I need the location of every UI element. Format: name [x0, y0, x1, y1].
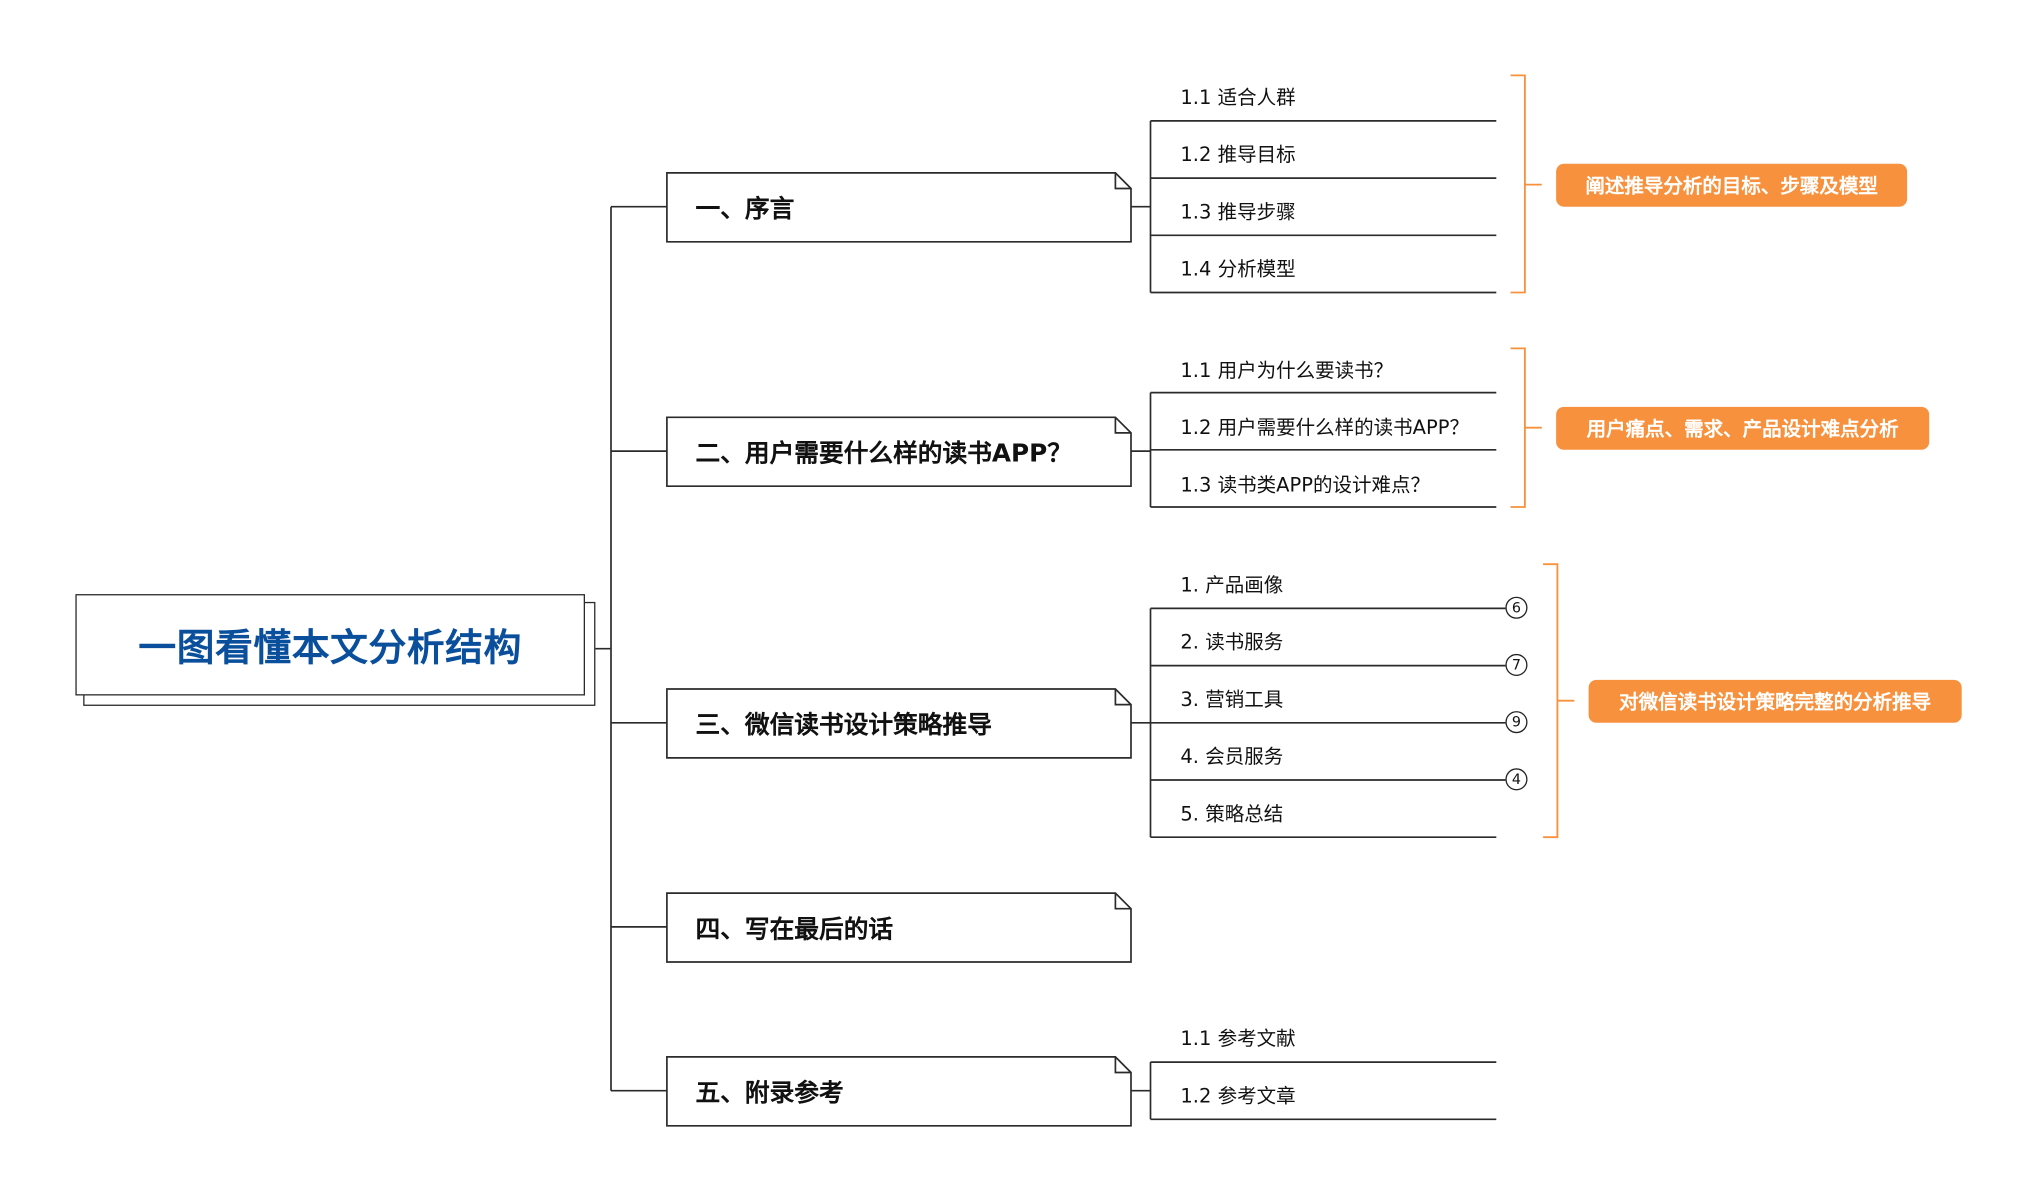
child-count-badge[interactable]: 9 — [1505, 711, 1528, 734]
sub-item[interactable]: 1.3 读书类APP的设计难点？ — [1180, 473, 1430, 497]
sub-item[interactable]: 1.1 适合人群 — [1180, 85, 1296, 110]
bracket-3 — [1543, 563, 1575, 839]
child-count-badge[interactable]: 4 — [1505, 768, 1528, 791]
sub-item[interactable]: 1.1 用户为什么要读书？ — [1180, 358, 1394, 383]
sub-item[interactable]: 1.4 分析模型 — [1180, 257, 1296, 281]
sub-item[interactable]: 1.2 参考文章 — [1180, 1084, 1296, 1108]
summary-note: 对微信读书设计策略完整的分析推导 — [1588, 679, 1962, 723]
section-strategy[interactable]: 三、微信读书设计策略推导 — [667, 689, 1131, 758]
sub-item[interactable]: 1.1 参考文献 — [1180, 1027, 1296, 1051]
child-count-badge[interactable]: 7 — [1505, 653, 1528, 676]
bracket-2 — [1510, 347, 1542, 508]
bracket-1 — [1510, 74, 1542, 294]
root-title: 一图看懂本文分析结构 — [138, 625, 522, 670]
child-count-badge[interactable]: 6 — [1505, 596, 1528, 619]
section-label: 三、微信读书设计策略推导 — [695, 711, 992, 740]
sub-item[interactable]: 5. 策略总结 — [1180, 802, 1284, 826]
root-node[interactable]: 一图看懂本文分析结构 — [75, 594, 585, 696]
sub-item[interactable]: 1.2 用户需要什么样的读书APP？ — [1180, 416, 1469, 440]
summary-note: 用户痛点、需求、产品设计难点分析 — [1556, 406, 1930, 450]
sub-item[interactable]: 2. 读书服务 — [1180, 630, 1284, 654]
section-final-words[interactable]: 四、写在最后的话 — [667, 893, 1131, 962]
section-box-2 — [666, 416, 1132, 488]
section-box-4 — [666, 892, 1132, 963]
sub-item[interactable]: 1. 产品画像 — [1180, 573, 1284, 597]
section-box-1 — [666, 172, 1132, 243]
sub-item[interactable]: 1.3 推导步骤 — [1180, 200, 1296, 224]
section-user-needs[interactable]: 二、用户需要什么样的读书APP？ — [667, 417, 1131, 486]
section-label: 二、用户需要什么样的读书APP？ — [695, 439, 1072, 468]
section-label: 一、序言 — [695, 195, 795, 224]
section-box-5 — [666, 1056, 1132, 1127]
section-label: 五、附录参考 — [695, 1079, 844, 1108]
section-label: 四、写在最后的话 — [695, 915, 894, 944]
section-preface[interactable]: 一、序言 — [667, 173, 1131, 242]
sub-item[interactable]: 1.2 推导目标 — [1180, 143, 1296, 167]
sub-item[interactable]: 4. 会员服务 — [1180, 744, 1284, 769]
sub-item[interactable]: 3. 营销工具 — [1180, 687, 1284, 712]
section-box-3 — [666, 688, 1132, 759]
summary-note: 阐述推导分析的目标、步骤及模型 — [1556, 163, 1908, 207]
section-appendix[interactable]: 五、附录参考 — [667, 1057, 1131, 1126]
